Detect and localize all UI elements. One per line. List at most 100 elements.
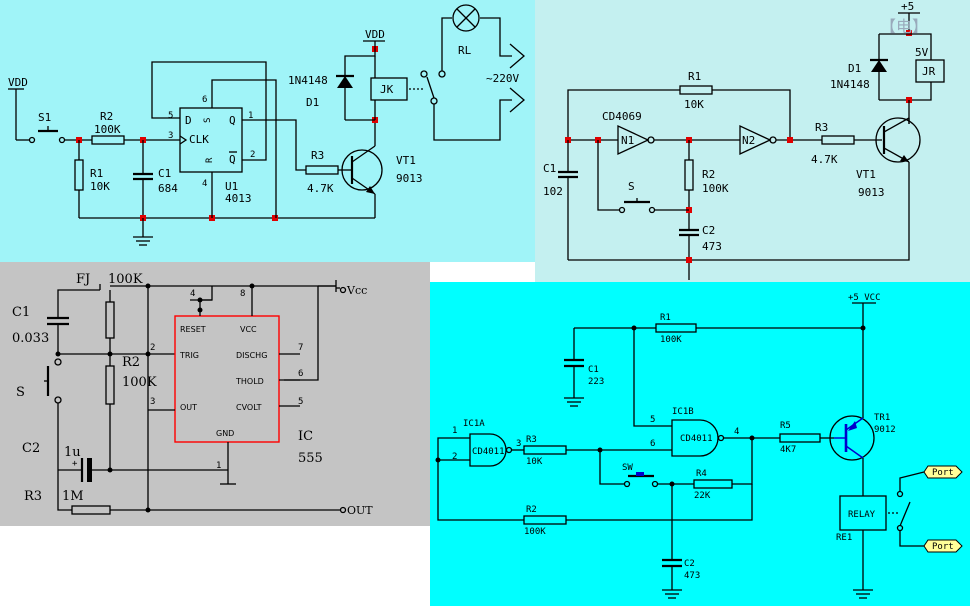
- c2-c1: C1: [543, 162, 556, 175]
- c1-r3: R3: [311, 149, 324, 162]
- watermark-text: 【电】: [880, 17, 928, 36]
- c4-icname-b: CD4011: [680, 434, 713, 444]
- c2-v5: 5V: [915, 46, 929, 59]
- c4-relay: RELAY: [848, 510, 876, 520]
- c4-tr1-value: 9012: [874, 425, 896, 435]
- panel-relay-4013: [0, 0, 535, 262]
- c3-vccpin: VCC: [240, 325, 257, 334]
- c4-c2: C2: [684, 559, 695, 569]
- panel-relay-4069: [535, 0, 970, 282]
- c1-c1-value: 684: [158, 182, 178, 195]
- c1-r1: R1: [90, 167, 103, 180]
- c4-r4-value: 22K: [694, 491, 711, 501]
- c1-pin2: 2: [250, 150, 255, 160]
- c1-ac: ~220V: [486, 72, 519, 85]
- c2-c2: C2: [702, 224, 715, 237]
- c4-pin3: 3: [516, 439, 521, 449]
- c4-icb: IC1B: [672, 407, 694, 417]
- c2-d1: D1: [848, 62, 861, 75]
- c4-sw: SW: [622, 463, 633, 473]
- c4-r5: R5: [780, 421, 791, 431]
- c4-ic1a: IC1A: [463, 419, 485, 429]
- c1-pin-qbar: Q: [229, 153, 236, 166]
- c2-ic: CD4069: [602, 110, 642, 123]
- c1-pin1: 1: [248, 111, 253, 121]
- c3-555-box: [174, 315, 280, 443]
- circuit-4069: +5 D1 1N4148 5V JR R1 10K CD4069 N1: [543, 0, 945, 280]
- c2-diode: 1N4148: [830, 78, 870, 91]
- c1-pin6: 6: [202, 95, 207, 105]
- c4-icname-a: CD4011: [472, 447, 505, 457]
- circuit-4011: +5 VCC R1 100K C1 223 IC1A CD4011 1 2 3: [435, 293, 963, 599]
- c1-r2-value: 100K: [94, 123, 121, 136]
- c1-pin-clk: CLK: [189, 133, 209, 146]
- c3-pin3: 3: [150, 397, 155, 407]
- c4-r2-value: 100K: [524, 527, 546, 537]
- c3-r2-value: 100K: [122, 375, 157, 390]
- c4-pin4: 4: [734, 427, 739, 437]
- c3-pin1: 1: [216, 461, 221, 471]
- c1-vt1-value: 9013: [396, 172, 423, 185]
- c3-fj: FJ: [76, 272, 90, 287]
- c3-r3-value: 1M: [62, 489, 84, 504]
- c3-ic-value: 555: [298, 451, 323, 466]
- c3-r3: R3: [24, 489, 42, 504]
- c3-thold: THOLD: [235, 377, 264, 386]
- circuit-4013: VDD S1 R2 100K R1 10K C1 684: [8, 4, 525, 246]
- c3-c1: C1: [12, 305, 30, 320]
- c1-pin3: 3: [168, 131, 173, 141]
- c2-r3-value: 4.7K: [811, 153, 838, 166]
- c3-reset: RESET: [180, 325, 206, 334]
- c1-pin5: 5: [168, 111, 173, 121]
- c1-r1-value: 10K: [90, 180, 110, 193]
- c3-cvolt: CVOLT: [236, 403, 262, 412]
- c2-r1-value: 10K: [684, 98, 704, 111]
- c2-vt1: VT1: [856, 168, 876, 181]
- c4-c1-value: 223: [588, 377, 604, 387]
- c3-pin2: 2: [150, 343, 155, 353]
- c3-gnd: GND: [216, 429, 234, 438]
- c3-pin8: 8: [240, 289, 245, 299]
- c2-r2-value: 100K: [702, 182, 729, 195]
- c1-r2: R2: [100, 110, 113, 123]
- c4-r3-value: 10K: [526, 457, 543, 467]
- c1-s1: S1: [38, 111, 51, 124]
- c4-port2: Port: [932, 542, 954, 552]
- c3-s: S: [16, 385, 25, 400]
- c4-pin1: 1: [452, 426, 457, 436]
- c3-out-label: OUT: [347, 504, 373, 517]
- c3-pin6: 6: [298, 369, 303, 379]
- circuit-555: FJ 100K Vcc C1 0.033 R2 100K S: [12, 272, 373, 517]
- c1-diode: 1N4148: [288, 74, 328, 87]
- c1-vdd-top: VDD: [365, 28, 385, 41]
- c4-r3: R3: [526, 435, 537, 445]
- c1-r3-value: 4.7K: [307, 182, 334, 195]
- c3-trig: TRIG: [179, 351, 199, 360]
- c4-r2: R2: [526, 505, 537, 515]
- c1-pin-s: S: [203, 118, 213, 123]
- c4-r4: R4: [696, 469, 707, 479]
- c3-c2-value: 1u: [64, 445, 81, 460]
- c4-r1: R1: [660, 313, 671, 323]
- c1-pin-d: D: [185, 114, 192, 127]
- c2-n1: N1: [621, 134, 634, 147]
- c4-vcc: +5 VCC: [848, 293, 881, 303]
- c3-ic: IC: [298, 429, 313, 444]
- c3-pin4: 4: [190, 289, 195, 299]
- panel-4011: [430, 282, 970, 606]
- c4-c2-value: 473: [684, 571, 700, 581]
- c1-pin-r: R: [205, 157, 215, 163]
- c2-c2-value: 473: [702, 240, 722, 253]
- c4-re1: RE1: [836, 533, 852, 543]
- c4-r1-value: 100K: [660, 335, 682, 345]
- c1-rl: RL: [458, 44, 472, 57]
- panel-555: [0, 262, 430, 526]
- c1-c1: C1: [158, 167, 171, 180]
- c2-jr: JR: [922, 65, 936, 78]
- c1-pin4: 4: [202, 179, 207, 189]
- c2-n2: N2: [742, 134, 755, 147]
- c3-r2: R2: [122, 355, 140, 370]
- c2-vt1-value: 9013: [858, 186, 885, 199]
- c1-vdd-left: VDD: [8, 76, 28, 89]
